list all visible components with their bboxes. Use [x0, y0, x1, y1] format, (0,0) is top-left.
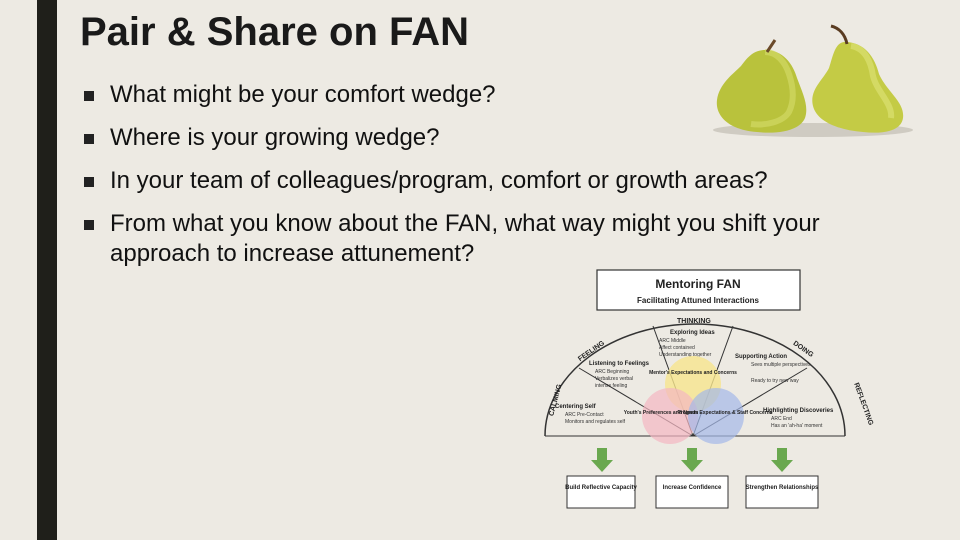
venn-label-program: Program Expectations & Staff Concerns	[677, 410, 772, 416]
section-item: Monitors and regulates self	[565, 419, 626, 425]
down-arrows	[591, 448, 793, 472]
venn-label-youth: Youth's Preferences and Needs	[624, 410, 699, 416]
arc-label-calming: CALMING	[548, 383, 563, 417]
section-item: Sees multiple perspectives	[751, 362, 811, 368]
venn-label-mentor: Mentor's Expectations and Concerns	[649, 370, 737, 376]
pears-photo	[705, 22, 920, 137]
outcome-strengthen-relationships: Strengthen Relationships	[746, 485, 819, 491]
arc-label-reflecting: REFLECTING	[852, 382, 874, 427]
section-highlighting-discoveries: Highlighting Discoveries ARC End Has an …	[763, 408, 834, 429]
venn-circle-program	[688, 388, 744, 444]
section-item: Understanding together	[659, 352, 712, 358]
section-item: ARC End	[771, 416, 792, 422]
diagram-title-box	[596, 269, 801, 311]
bullet-item: What might be your comfort wedge?	[84, 80, 904, 110]
bullet-item: In your team of colleagues/program, comf…	[84, 166, 904, 196]
slide-title: Pair & Share on FAN	[80, 10, 469, 54]
bullet-text: Where is your growing wedge?	[110, 124, 440, 151]
section-centering-self: Centering Self ARC Pre-Contact Monitors …	[555, 404, 626, 425]
arc-label-thinking: THINKING	[677, 318, 711, 325]
fan-diagram: Mentoring FAN Facilitating Attuned Inter…	[544, 269, 874, 509]
outcome-increase-confidence: Increase Confidence	[663, 485, 722, 491]
section-item: Affect contained	[659, 345, 695, 351]
diagram-title: Mentoring FAN	[655, 277, 740, 291]
section-exploring-ideas: Exploring Ideas ARC Middle Affect contai…	[659, 330, 715, 358]
side-accent-bar	[37, 0, 57, 540]
bullet-list: What might be your comfort wedge? Where …	[84, 80, 904, 282]
fan-arc	[544, 323, 846, 437]
outcome-build-reflective-capacity: Build Reflective Capacity	[565, 485, 637, 491]
outcome-box	[745, 475, 819, 509]
down-arrow-icon	[681, 448, 703, 472]
section-item: ARC Beginning	[595, 369, 629, 375]
section-item: ARC Pre-Contact	[565, 412, 604, 418]
venn-circle-youth	[642, 388, 698, 444]
square-bullet-icon	[84, 220, 94, 230]
arc-label-doing: DOING	[792, 340, 815, 359]
bullet-text: What might be your comfort wedge?	[110, 81, 496, 108]
bullet-text: From what you know about the FAN, what w…	[110, 210, 820, 267]
outcome-box	[655, 475, 729, 509]
bullet-item: From what you know about the FAN, what w…	[84, 209, 904, 269]
section-heading: Listening to Feelings	[589, 361, 650, 367]
square-bullet-icon	[84, 134, 94, 144]
down-arrow-icon	[771, 448, 793, 472]
section-item: intense feeling	[595, 383, 627, 389]
arc-label-feeling: FEELING	[577, 340, 606, 363]
section-heading: Exploring Ideas	[670, 330, 715, 336]
section-heading: Centering Self	[555, 404, 597, 410]
outcome-box	[566, 475, 636, 509]
bullet-text: In your team of colleagues/program, comf…	[110, 167, 768, 194]
section-item: Has an 'ah-ha' moment	[771, 423, 823, 429]
section-item: ARC Middle	[659, 338, 686, 344]
square-bullet-icon	[84, 177, 94, 187]
section-heading: Highlighting Discoveries	[763, 408, 834, 414]
section-heading: Supporting Action	[735, 354, 787, 360]
section-item: Ready to try new way	[751, 378, 799, 384]
down-arrow-icon	[591, 448, 613, 472]
section-item: Verbalizes verbal	[595, 376, 633, 382]
square-bullet-icon	[84, 91, 94, 101]
bullet-item: Where is your growing wedge?	[84, 123, 904, 153]
section-listening-to-feelings: Listening to Feelings ARC Beginning Verb…	[589, 361, 650, 389]
section-supporting-action: Supporting Action Sees multiple perspect…	[735, 354, 811, 384]
diagram-subtitle: Facilitating Attuned Interactions	[637, 296, 759, 305]
